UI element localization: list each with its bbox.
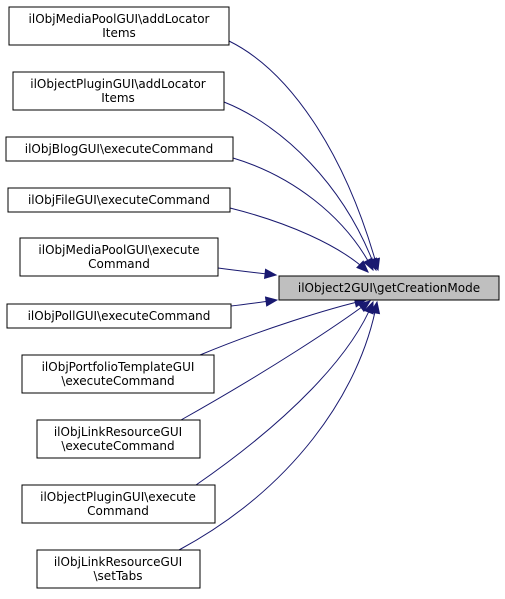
- arrowhead-n4: [356, 260, 369, 273]
- caller-node-label-line-1: ilObjectPluginGUI\addLocator: [30, 77, 206, 91]
- caller-node-label-line-1: ilObjPortfolioTemplateGUI: [42, 360, 195, 374]
- arrowhead-n5: [263, 268, 278, 279]
- arrowhead-n6: [264, 296, 279, 307]
- caller-node-label-line-1: ilObjBlogGUI\executeCommand: [25, 142, 214, 156]
- caller-node-label-line-1: ilObjFileGUI\executeCommand: [28, 193, 210, 207]
- edge-n7: [199, 299, 367, 356]
- edge-n1: [228, 40, 379, 271]
- caller-node-label-line-2: \setTabs: [94, 569, 143, 583]
- caller-node-label-line-1: ilObjMediaPoolGUI\execute: [38, 243, 199, 257]
- target-node-label: ilObject2GUI\getCreationMode: [298, 281, 480, 295]
- caller-node[interactable]: ilObjLinkResourceGUI \executeCommand: [36, 419, 201, 459]
- target-node[interactable]: ilObject2GUI\getCreationMode: [278, 275, 500, 301]
- caller-node[interactable]: ilObjMediaPoolGUI\addLocator Items: [8, 6, 230, 46]
- caller-node-label-line-2: Command: [87, 504, 149, 518]
- caller-node[interactable]: ilObjectPluginGUI\execute Command: [21, 484, 216, 524]
- caller-node-label-line-2: Items: [102, 26, 136, 40]
- caller-node-label-line-1: ilObjLinkResourceGUI: [54, 555, 182, 569]
- edge-n8: [180, 300, 371, 421]
- caller-node-label-line-2: Command: [88, 257, 150, 271]
- arrowhead-n8: [357, 300, 372, 313]
- caller-node-label-line-1: ilObjMediaPoolGUI\addLocator: [29, 12, 210, 26]
- caller-node-label-line-2: \executeCommand: [61, 374, 174, 388]
- edge-n3: [232, 157, 374, 271]
- caller-node[interactable]: ilObjPortfolioTemplateGUI \executeComman…: [21, 354, 215, 394]
- caller-node[interactable]: ilObjLinkResourceGUI \setTabs: [36, 549, 201, 589]
- caller-node[interactable]: ilObjPollGUI\executeCommand: [6, 303, 232, 329]
- caller-node-label-line-1: ilObjectPluginGUI\execute: [40, 490, 196, 504]
- edge-n10: [178, 301, 378, 551]
- caller-node-label-line-2: Items: [101, 91, 135, 105]
- arrowhead-n10: [369, 300, 381, 315]
- caller-node-label-line-2: \executeCommand: [61, 439, 174, 453]
- caller-node[interactable]: ilObjectPluginGUI\addLocator Items: [12, 71, 225, 111]
- arrowhead-n3: [363, 257, 374, 272]
- caller-node-label-line-1: ilObjLinkResourceGUI: [54, 425, 182, 439]
- caller-node[interactable]: ilObjBlogGUI\executeCommand: [5, 136, 234, 162]
- edge-n4: [229, 207, 369, 273]
- edges: [178, 40, 381, 551]
- edge-n9: [195, 301, 374, 486]
- caller-node[interactable]: ilObjFileGUI\executeCommand: [7, 187, 231, 213]
- edge-n2: [223, 101, 377, 271]
- caller-node[interactable]: ilObjMediaPoolGUI\execute Command: [19, 237, 219, 277]
- caller-node-label-line-1: ilObjPollGUI\executeCommand: [28, 309, 211, 323]
